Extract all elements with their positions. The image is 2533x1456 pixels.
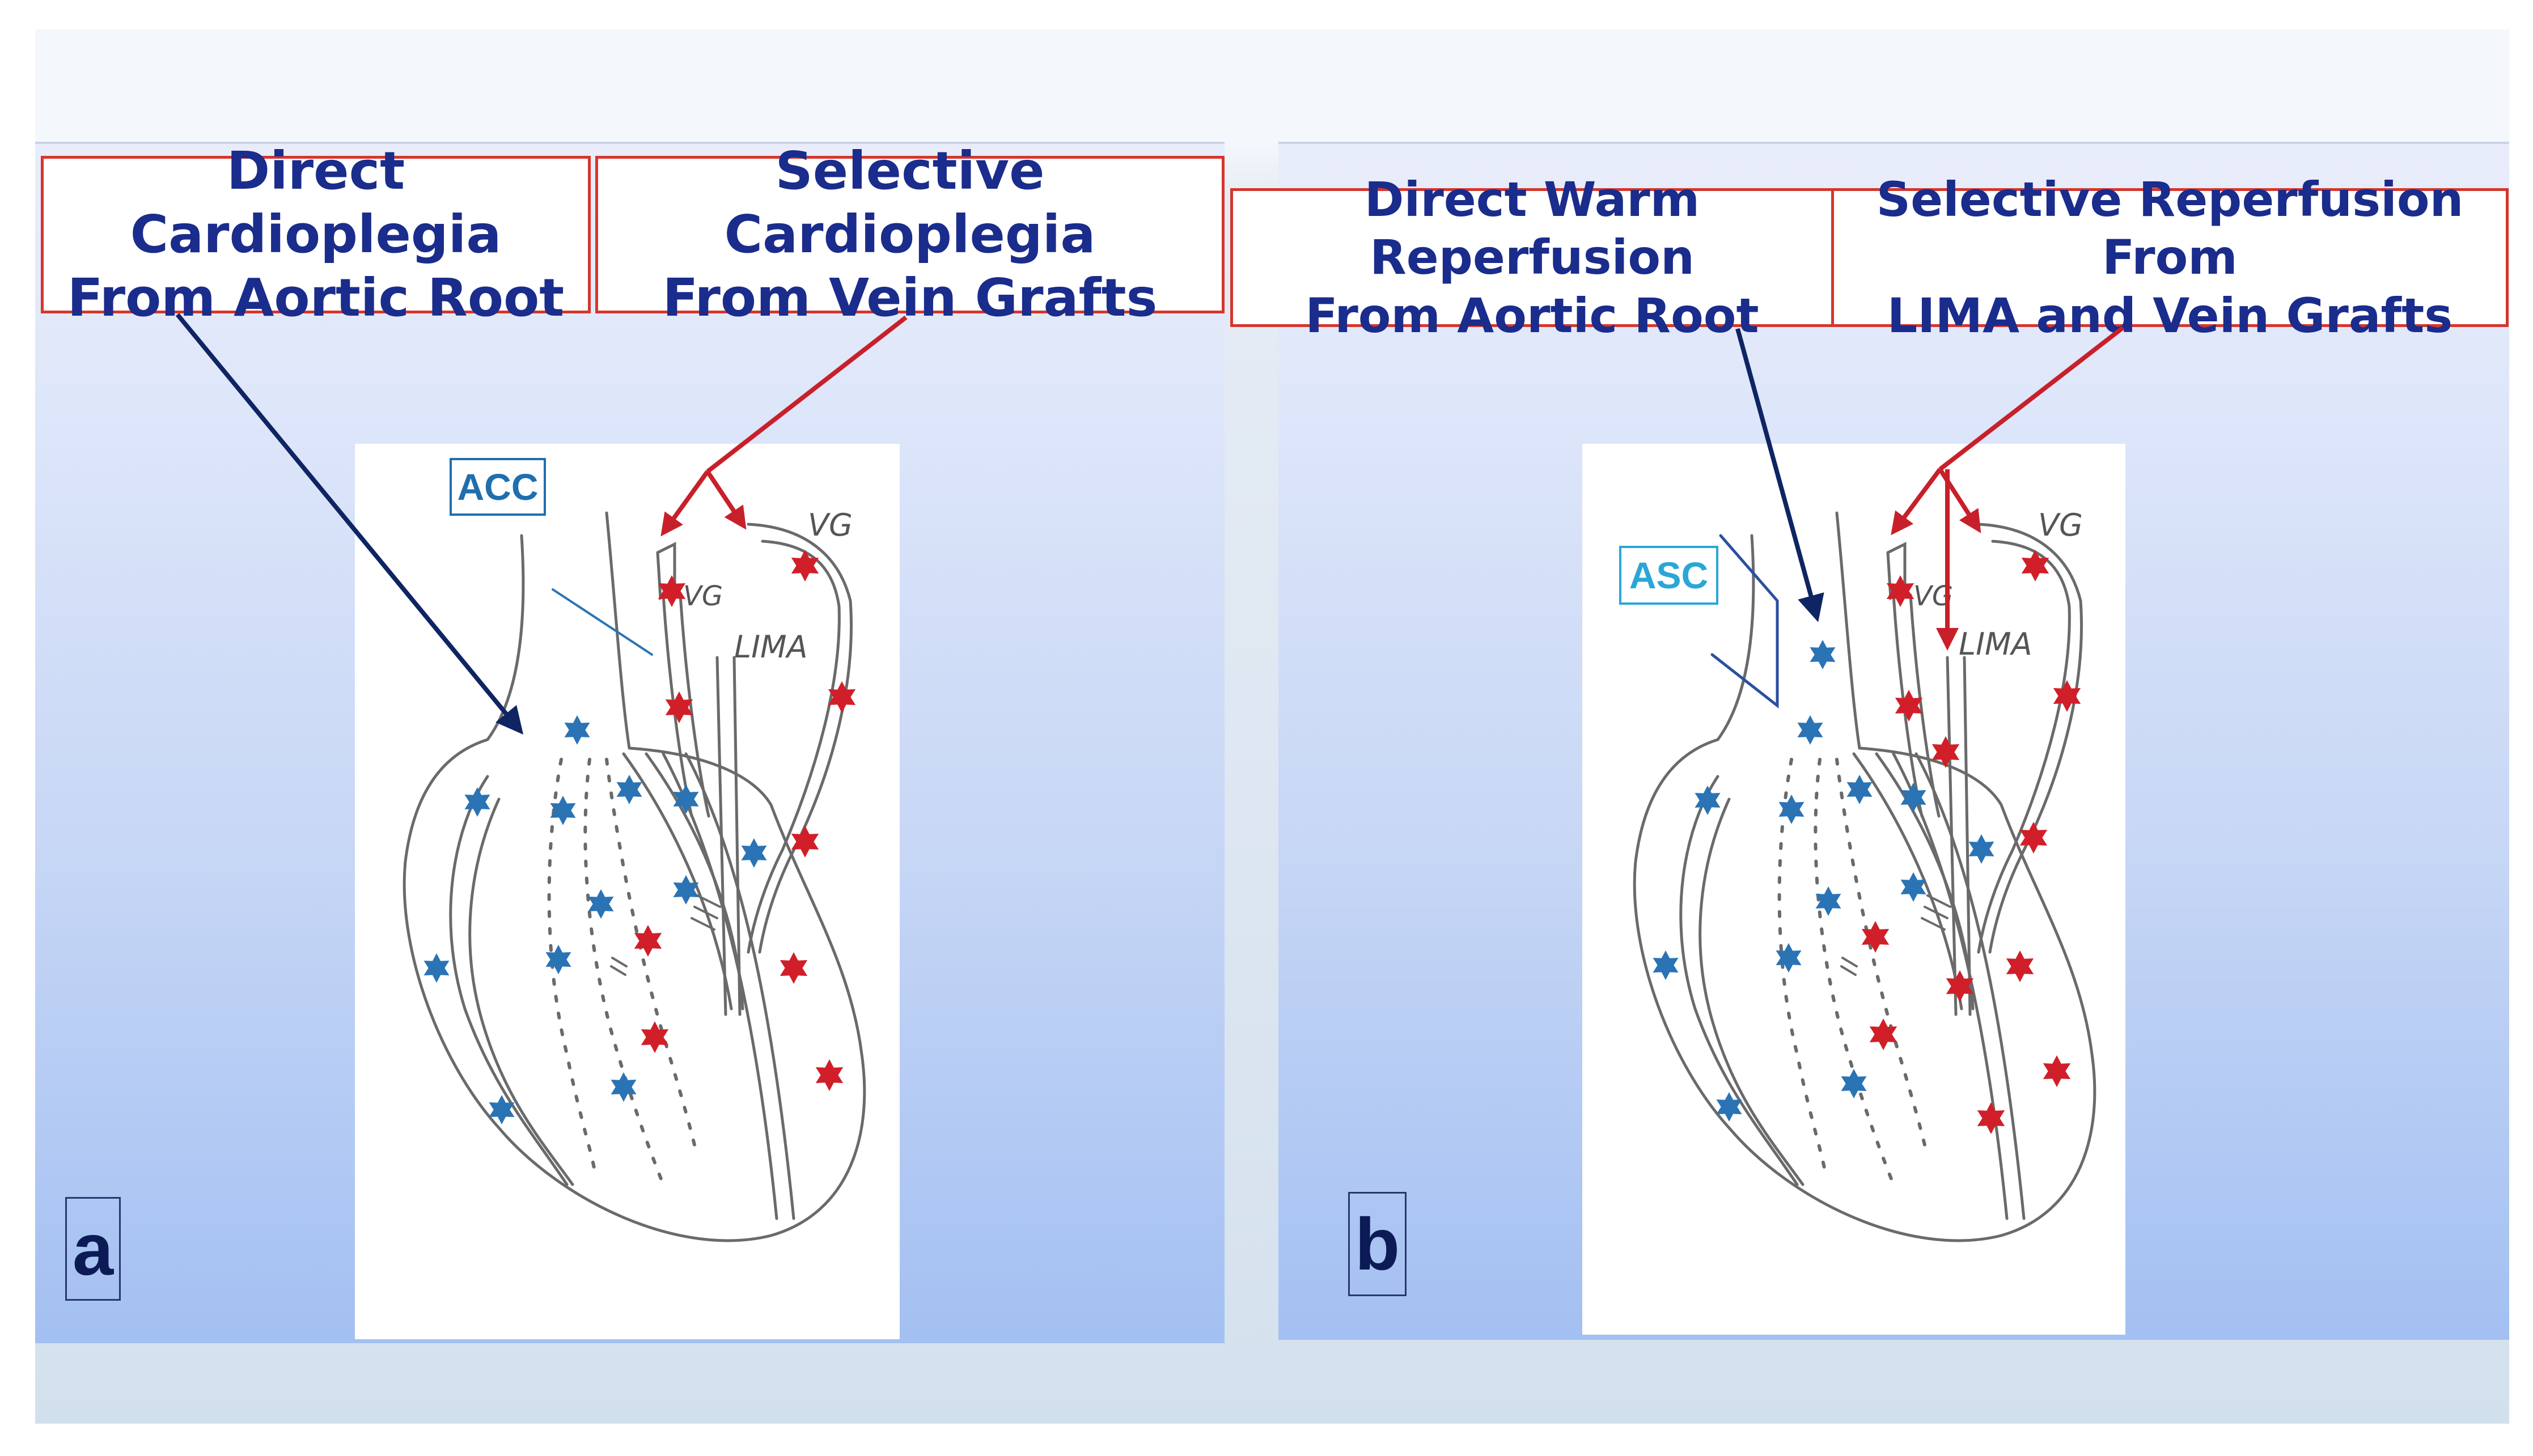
red-star-marker xyxy=(1861,921,1890,953)
red-star-marker xyxy=(2043,1055,2071,1087)
asc-tag: ASC xyxy=(1619,546,1718,605)
panel-b-vg-top-label: VG xyxy=(2038,507,2083,543)
perfusion-star-markers xyxy=(423,550,2081,1134)
blue-star-marker xyxy=(1841,1069,1867,1098)
red-star-marker xyxy=(658,575,686,607)
panel-a-selective-arrows xyxy=(660,315,908,537)
blue-star-marker xyxy=(1778,795,1805,824)
blue-star-marker xyxy=(741,838,767,868)
panel-a-vg-top-label: VG xyxy=(808,507,853,543)
red-star-marker xyxy=(2006,950,2034,982)
blue-star-marker xyxy=(1900,872,1926,902)
blue-star-marker xyxy=(1900,783,1926,812)
blue-star-marker xyxy=(1776,943,1802,973)
panel-a-heart-sketch xyxy=(403,511,866,1242)
red-star-marker xyxy=(1931,736,1960,768)
blue-star-marker xyxy=(423,953,450,983)
blue-star-marker xyxy=(1653,950,1679,980)
red-star-marker xyxy=(1869,1018,1897,1050)
red-star-marker xyxy=(1946,970,1974,1002)
blue-star-marker xyxy=(611,1072,637,1102)
red-star-marker xyxy=(2019,822,2048,854)
blue-star-marker xyxy=(673,875,699,905)
red-star-marker xyxy=(1895,690,1923,721)
blue-star-marker xyxy=(1968,834,1994,864)
red-star-marker xyxy=(641,1021,669,1053)
blue-star-marker xyxy=(616,775,642,804)
red-star-marker xyxy=(791,550,819,581)
red-star-marker xyxy=(815,1059,844,1091)
blue-star-marker xyxy=(673,784,699,814)
blue-star-marker xyxy=(1810,640,1836,669)
panel-a-lima-label: LIMA xyxy=(734,629,808,665)
blue-star-marker xyxy=(550,796,576,825)
red-star-marker xyxy=(634,925,662,957)
panel-a-direct-arrow xyxy=(175,313,524,735)
red-star-marker xyxy=(780,952,808,984)
acc-tag: ACC xyxy=(450,458,546,516)
blue-star-marker xyxy=(489,1095,515,1124)
panel-b-direct-arrow xyxy=(1735,328,1824,622)
blue-star-marker xyxy=(564,715,590,745)
blue-star-marker xyxy=(464,787,490,817)
blue-star-marker xyxy=(1695,786,1721,815)
red-star-marker xyxy=(665,691,693,723)
panel-b-lima-label: LIMA xyxy=(1959,626,2032,662)
red-star-marker xyxy=(2053,680,2081,712)
blue-star-marker xyxy=(1797,715,1823,745)
red-star-marker xyxy=(828,681,856,713)
panel-b-heart-sketch xyxy=(1633,511,2096,1242)
red-star-marker xyxy=(2021,550,2049,581)
blue-star-marker xyxy=(545,945,571,974)
panel-b-selective-arrows xyxy=(1891,325,2125,651)
red-star-marker xyxy=(1886,575,1914,607)
blue-star-marker xyxy=(1815,886,1841,916)
blue-star-marker xyxy=(1716,1092,1742,1122)
red-star-marker xyxy=(1977,1102,2005,1134)
panel-a-letter: a xyxy=(65,1197,121,1301)
blue-star-marker xyxy=(588,889,614,919)
blue-star-marker xyxy=(1846,775,1873,804)
panel-a-vg-inner-label: VG xyxy=(683,580,723,612)
panel-b-letter: b xyxy=(1348,1192,1407,1296)
red-star-marker xyxy=(791,826,819,858)
